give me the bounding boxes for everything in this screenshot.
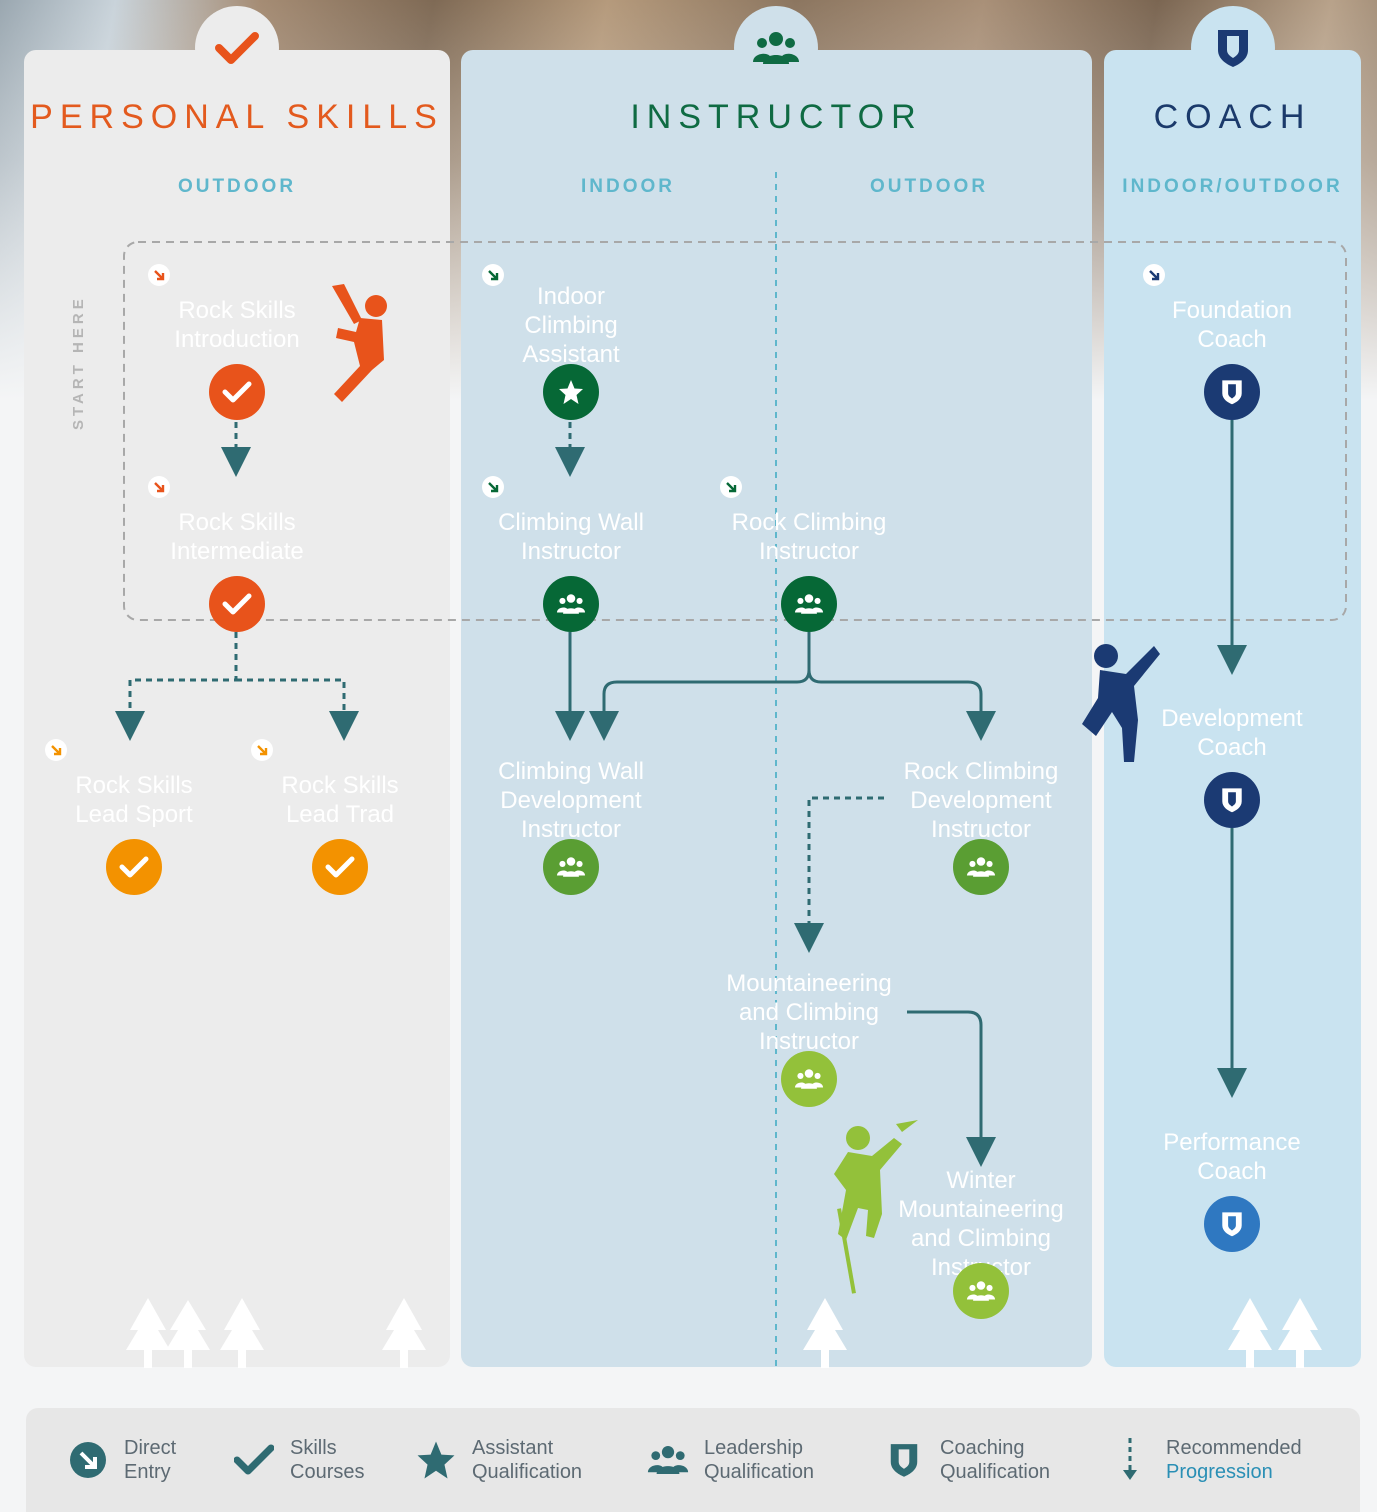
shield-icon [1204, 772, 1260, 828]
start-here-region [123, 241, 1347, 621]
legend-line1: Assistant [472, 1437, 554, 1459]
shield-icon [882, 1438, 926, 1482]
legend-line2: Entry [124, 1461, 171, 1483]
node-rock-climbing-development-instructor[interactable]: Rock Climbing Development Instructor [884, 733, 1078, 895]
node-label: Performance Coach [1163, 1129, 1301, 1185]
legend-line2: Qualification [704, 1461, 815, 1483]
shield-icon [1204, 1196, 1260, 1252]
legend-line2: Progression [1166, 1461, 1273, 1483]
check-icon [232, 1438, 276, 1482]
climber-navy-illustration [1082, 644, 1160, 762]
check-icon [209, 364, 265, 420]
node-climbing-wall-development-instructor[interactable]: Climbing Wall Development Instructor [474, 733, 668, 895]
node-label: Mountaineering and Climbing Instructor [726, 969, 892, 1055]
legend-line2: Courses [290, 1461, 365, 1483]
direct-entry-icon [482, 476, 504, 498]
direct-entry-icon [45, 739, 67, 761]
node-label: Rock Climbing Development Instructor [903, 757, 1059, 843]
node-development-coach[interactable]: Development Coach [1135, 666, 1329, 828]
legend-line1: Direct [124, 1437, 177, 1459]
subtitle-personal-outdoor: OUTDOOR [177, 176, 297, 197]
node-label: Development Coach [1161, 705, 1303, 761]
check-icon [106, 839, 162, 895]
column-title-instructor: INSTRUCTOR [630, 98, 923, 136]
node-label: Rock Skills Intermediate [170, 509, 304, 565]
shield-icon [1191, 6, 1275, 90]
direct-entry-icon [482, 264, 504, 286]
node-foundation-coach[interactable]: Foundation Coach [1135, 258, 1329, 420]
group-icon [953, 839, 1009, 895]
direct-entry-icon [1143, 264, 1165, 286]
group-icon [646, 1438, 690, 1482]
legend-line1: Leadership [704, 1437, 803, 1459]
node-rock-skills-introduction[interactable]: Rock Skills Introduction [140, 258, 334, 420]
node-label: Climbing Wall Instructor [498, 509, 644, 565]
group-icon [953, 1263, 1009, 1319]
group-icon [781, 1051, 837, 1107]
node-rock-climbing-instructor[interactable]: Rock Climbing Instructor [712, 470, 906, 632]
check-icon [312, 839, 368, 895]
direct-entry-icon [148, 476, 170, 498]
star-icon [543, 364, 599, 420]
node-label: Rock Skills Lead Trad [281, 772, 399, 828]
group-icon [543, 576, 599, 632]
legend-line1: Skills [290, 1437, 337, 1459]
node-climbing-wall-instructor[interactable]: Climbing Wall Instructor [474, 470, 668, 632]
check-icon [195, 6, 279, 90]
direct-entry-icon [720, 476, 742, 498]
node-label: Rock Climbing Instructor [731, 509, 887, 565]
direct-entry-icon [66, 1438, 110, 1482]
subtitle-instructor-indoor: INDOOR [581, 176, 675, 197]
tree-icon [382, 1298, 426, 1368]
tree-icon [1228, 1298, 1272, 1368]
node-winter-mountaineering-climbing-instructor[interactable]: Winter Mountaineering and Climbing Instr… [884, 1157, 1078, 1319]
node-indoor-climbing-assistant[interactable]: Indoor Climbing Assistant [474, 258, 668, 420]
subtitle-coach: INDOOR/OUTDOOR [1122, 176, 1343, 197]
dashed-arrow-icon [1108, 1438, 1152, 1482]
node-label: Climbing Wall Development Instructor [498, 757, 644, 843]
direct-entry-icon [251, 739, 273, 761]
group-icon [781, 576, 837, 632]
subtitle-instructor-outdoor: OUTDOOR [869, 176, 989, 197]
start-here-label: START HERE [70, 295, 87, 430]
tree-decorations [126, 1298, 1322, 1368]
star-icon [414, 1438, 458, 1482]
tree-icon [126, 1298, 170, 1368]
legend-line1: Recommended [1166, 1437, 1302, 1459]
legend-line1: Coaching [940, 1437, 1025, 1459]
column-title-personal: PERSONAL SKILLS [30, 98, 444, 136]
column-title-coach: COACH [1153, 98, 1312, 136]
column-personal-skills [24, 50, 450, 1367]
node-mountaineering-climbing-instructor[interactable]: Mountaineering and Climbing Instructor [712, 945, 906, 1107]
direct-entry-icon [148, 264, 170, 286]
tree-icon [1278, 1298, 1322, 1368]
tree-icon [220, 1298, 264, 1368]
node-label: Rock Skills Introduction [174, 297, 300, 353]
climber-lime-illustration [834, 1120, 918, 1294]
node-rock-skills-intermediate[interactable]: Rock Skills Intermediate [140, 470, 334, 632]
climber-orange-illustration [332, 284, 387, 402]
node-label: Indoor Climbing Assistant [522, 282, 620, 368]
check-icon [209, 576, 265, 632]
node-performance-coach[interactable]: Performance Coach [1135, 1090, 1329, 1252]
node-label: Foundation Coach [1171, 297, 1293, 353]
shield-icon [1204, 364, 1260, 420]
legend-line2: Qualification [472, 1461, 583, 1483]
node-rock-skills-lead-trad[interactable]: Rock Skills Lead Trad [243, 733, 437, 895]
group-icon [543, 839, 599, 895]
node-label: Rock Skills Lead Sport [75, 772, 193, 828]
group-icon [734, 6, 818, 90]
tree-icon [166, 1300, 210, 1368]
legend-line2: Qualification [940, 1461, 1051, 1483]
node-rock-skills-lead-sport[interactable]: Rock Skills Lead Sport [37, 733, 231, 895]
tree-icon [803, 1298, 847, 1368]
